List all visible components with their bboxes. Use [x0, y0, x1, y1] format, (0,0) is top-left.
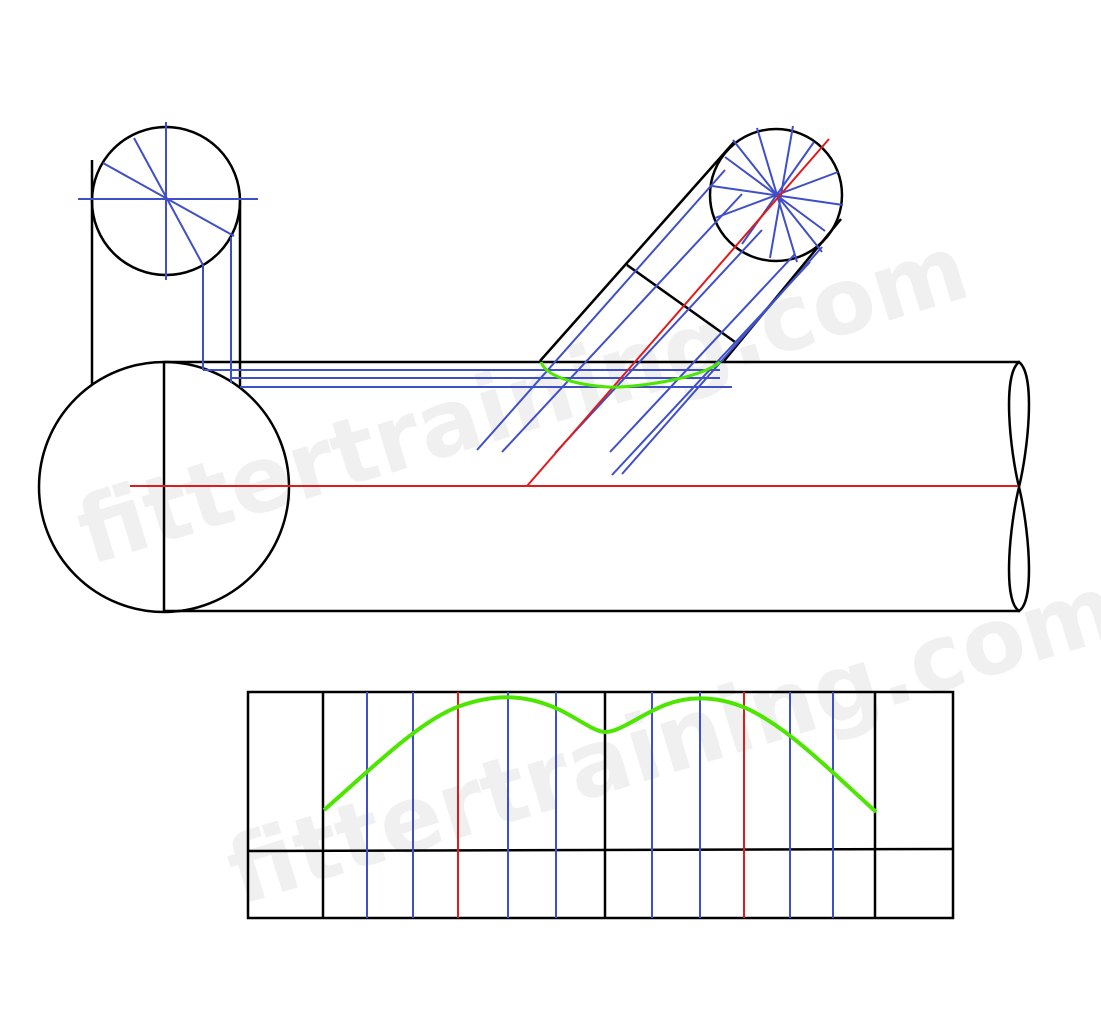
angled-branch-cross-section	[626, 263, 736, 344]
pattern-centerlines	[457, 692, 745, 918]
intersection-curve	[539, 360, 721, 389]
development-pattern	[246, 690, 955, 920]
angled-branch-left-edge	[539, 140, 736, 362]
pattern-outer-frame	[246, 690, 955, 920]
watermark-lower: fittertraining.com	[215, 554, 1101, 926]
side-branch-divisions	[78, 122, 732, 388]
main-pipe	[37, 360, 1031, 614]
pattern-ordinates	[366, 692, 834, 918]
angled-branch-centerline	[526, 138, 830, 487]
pattern-curve	[322, 695, 878, 814]
angled-branch-divisions	[711, 125, 844, 263]
pattern-baseline	[247, 847, 954, 853]
main-pipe-break-symbol	[1007, 360, 1031, 613]
angled-branch-profile-circle	[708, 127, 844, 263]
